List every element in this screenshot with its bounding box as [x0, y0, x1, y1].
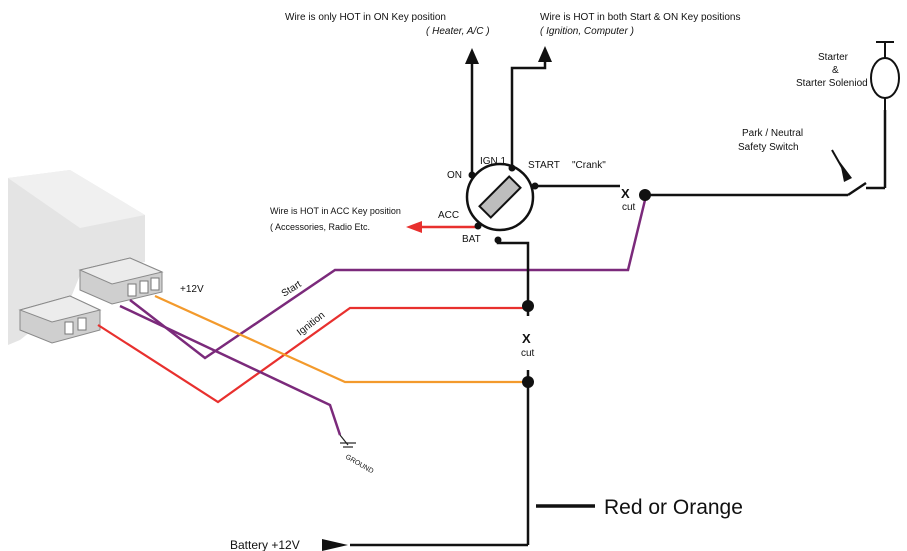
- park-neutral-safety-switch: [831, 110, 887, 197]
- start-wire-purple: [129, 199, 647, 360]
- ground-symbol: GROUND: [339, 434, 374, 476]
- ignition-wire-label: Ignition: [295, 310, 327, 339]
- start-junction-dot: [639, 189, 651, 201]
- ignition-junction-dot: [522, 300, 534, 312]
- battery-arrow: [322, 539, 348, 551]
- start-wire-label: Start: [280, 279, 304, 300]
- on-label: ON: [447, 170, 462, 181]
- starter-solenoid-label: Starter Soleniod: [796, 78, 868, 89]
- bat-terminal-dot: [494, 236, 502, 244]
- start-cut-label: cut: [622, 202, 636, 213]
- acc-hot-sub-label: ( Accessories, Radio Etc.: [270, 222, 370, 232]
- plus12-wire-orange: [154, 294, 528, 384]
- acc-wire-arrow: [406, 221, 422, 233]
- ignition-switch: [465, 162, 535, 232]
- starter-label: Starter: [818, 52, 849, 63]
- start-label: START: [528, 160, 560, 171]
- start-cut-x: X: [621, 186, 630, 201]
- ign1-wire-arrow: [538, 46, 552, 62]
- battery-cut-x: X: [522, 331, 531, 346]
- battery-label: Battery +12V: [230, 538, 300, 551]
- park-neutral-label: Park / Neutral: [742, 128, 803, 139]
- plus12-label: +12V: [180, 284, 204, 295]
- orange-junction-dot: [522, 376, 534, 388]
- module-connector-lower: [18, 295, 102, 344]
- on-only-label: Wire is only HOT in ON Key position: [285, 12, 446, 23]
- start-terminal-dot: [531, 182, 539, 190]
- remote-start-module: [8, 170, 145, 345]
- start-on-sub-label: ( Ignition, Computer ): [540, 26, 634, 37]
- on-wire-arrow: [465, 48, 479, 64]
- ground-label: GROUND: [344, 454, 374, 476]
- start-on-label: Wire is HOT in both Start & ON Key posit…: [540, 12, 740, 23]
- module-connector-upper: [78, 257, 164, 305]
- acc-terminal-dot: [474, 222, 482, 230]
- acc-label: ACC: [438, 210, 459, 221]
- ground-wire-purple: [119, 304, 342, 436]
- crank-label: "Crank": [572, 160, 606, 171]
- starter-amp-label: &: [832, 65, 839, 76]
- ign1-terminal-dot: [508, 164, 516, 172]
- on-only-sub-label: ( Heater, A/C ): [426, 26, 490, 37]
- safety-switch-label: Safety Switch: [738, 142, 799, 153]
- ign1-label: IGN 1: [480, 156, 507, 167]
- acc-hot-label: Wire is HOT in ACC Key position: [270, 206, 401, 216]
- starter-solenoid: [870, 41, 900, 110]
- red-or-orange-label: Red or Orange: [604, 496, 743, 519]
- on-terminal-dot: [468, 171, 476, 179]
- battery-cut-label: cut: [521, 348, 535, 359]
- bat-label: BAT: [462, 234, 481, 245]
- ign1-wire: [510, 60, 547, 168]
